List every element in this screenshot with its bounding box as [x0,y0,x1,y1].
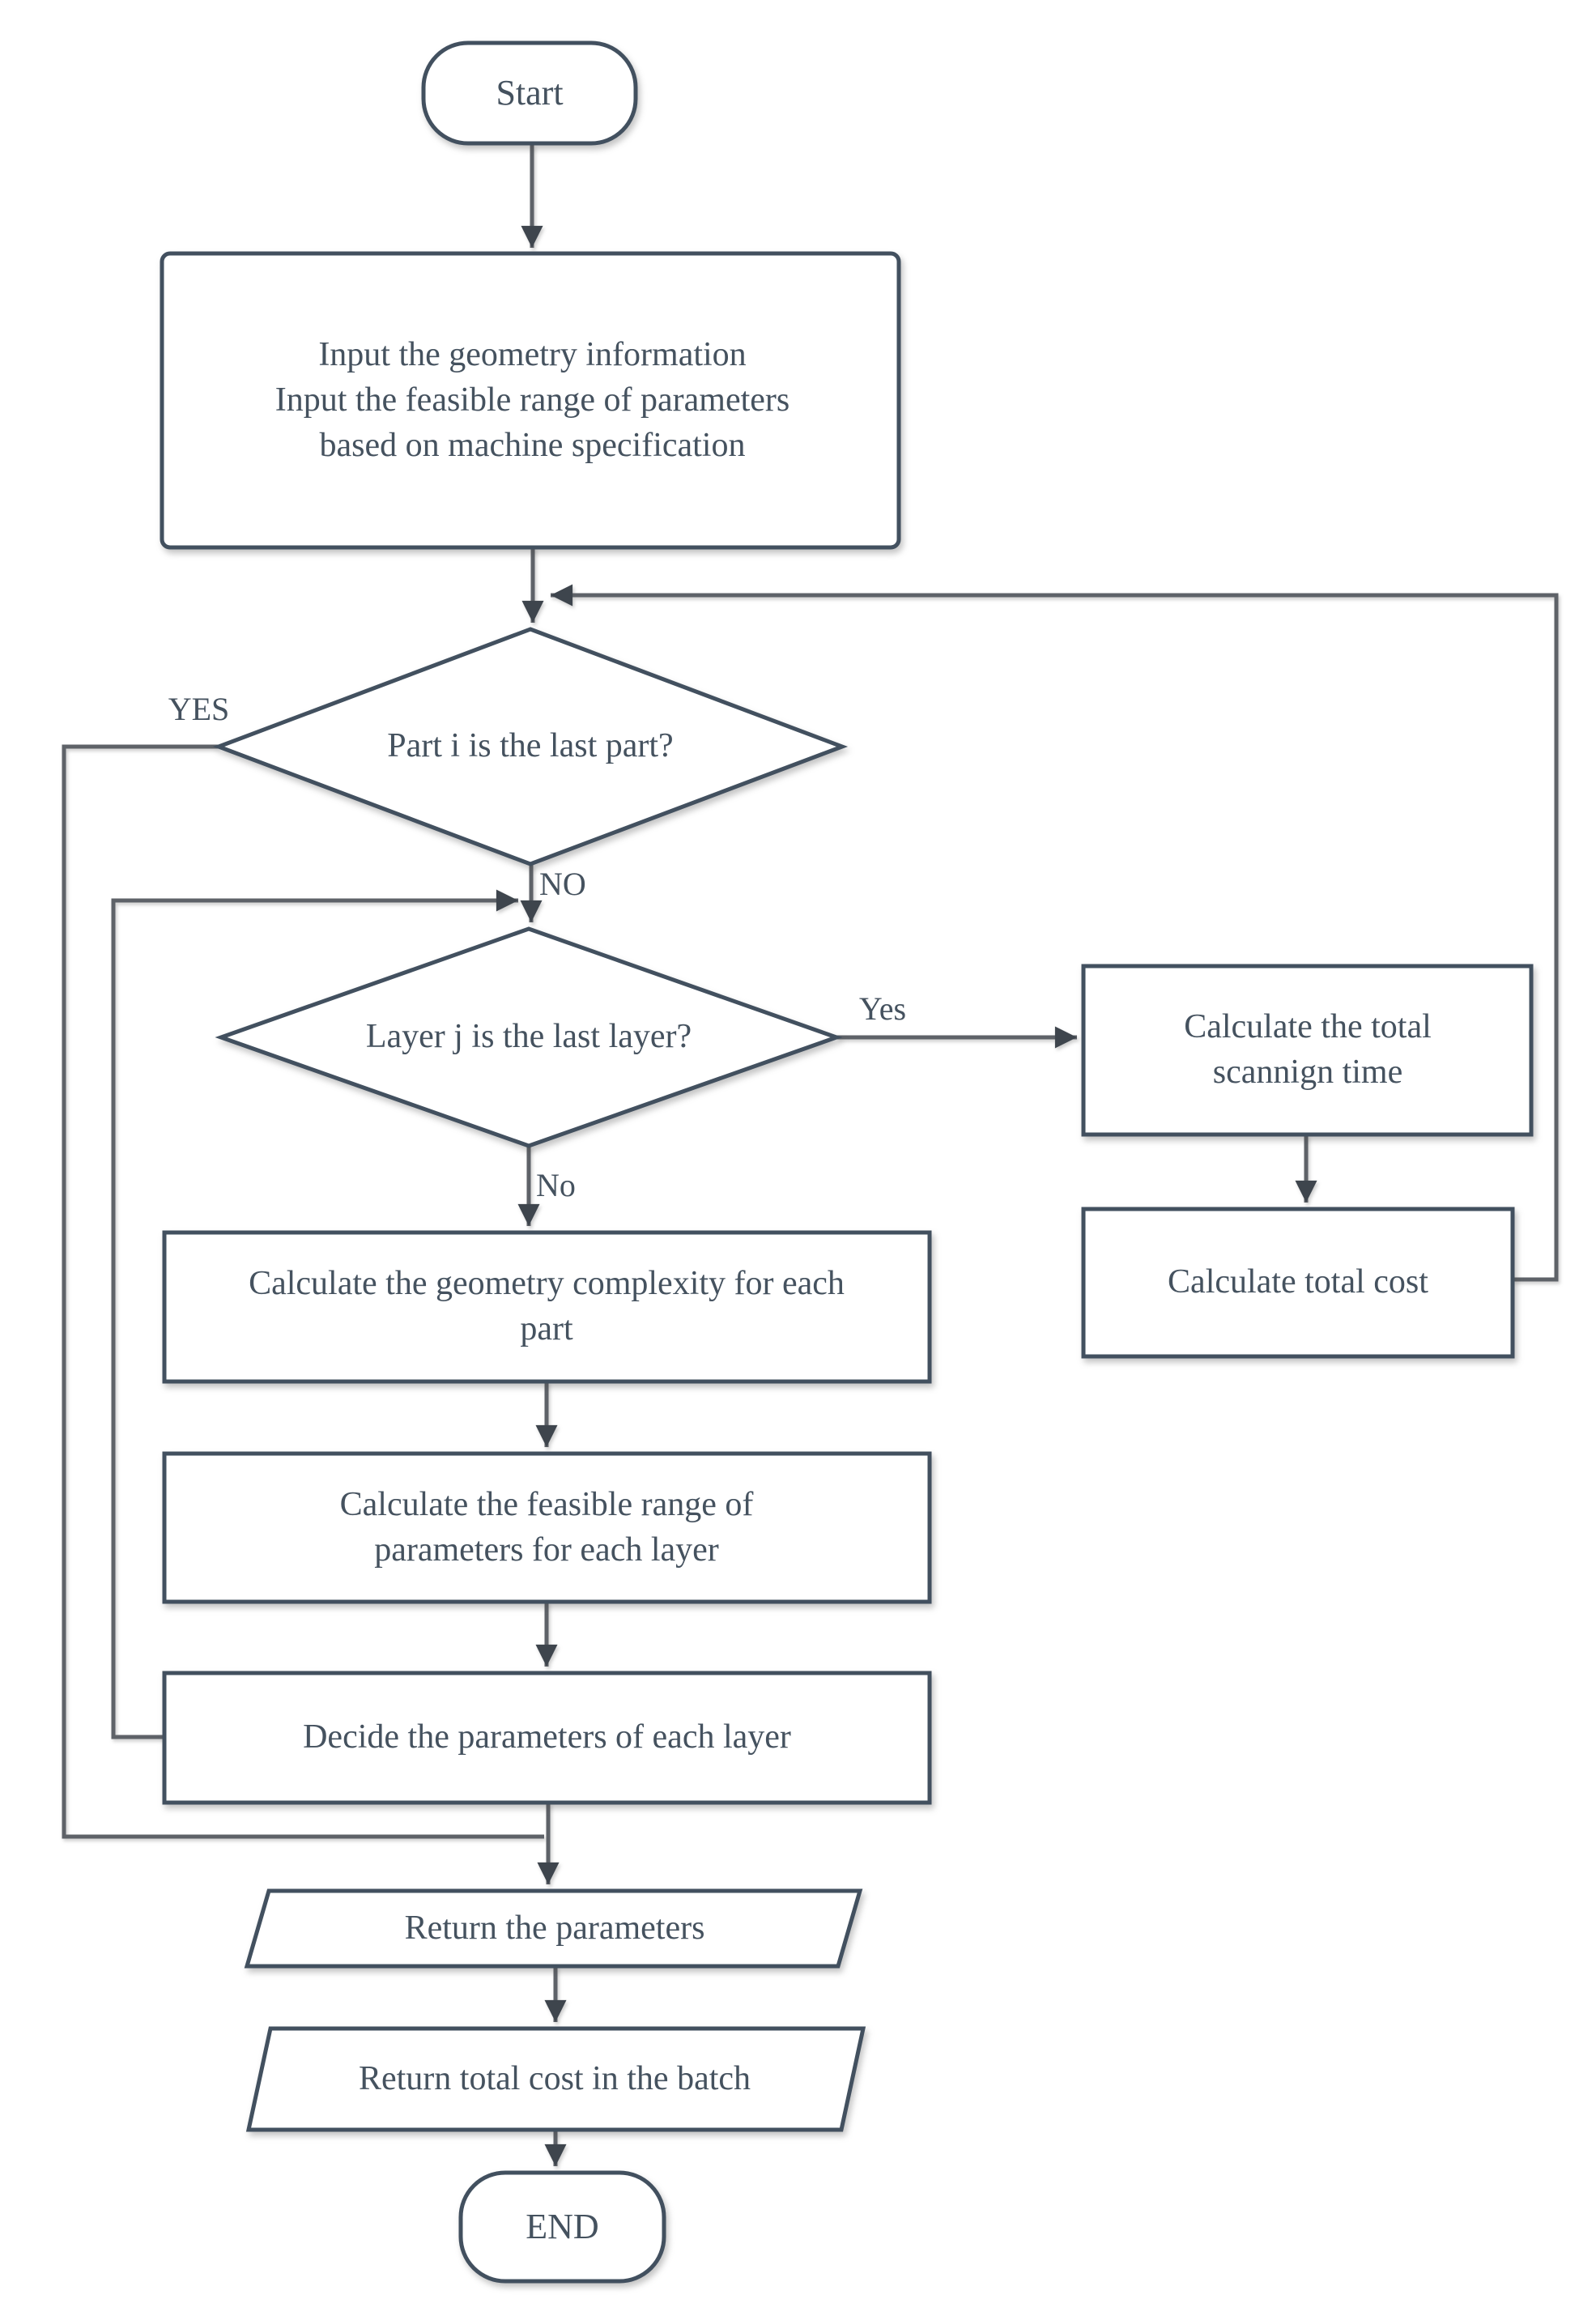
node-label-return-parameters: Return the parameters [404,1909,705,1947]
end-terminator-shape [458,2170,666,2284]
feasible-range-process-shape [162,1451,932,1604]
node-label-input-line1: Input the geometry information [318,336,747,374]
node-label-end: END [526,2206,599,2246]
edge-label-layer-no: No [536,1167,576,1204]
node-label-total-cost: Calculate total cost [1168,1263,1428,1301]
part-decision-diamond [212,627,849,866]
edge-label-part-no: NO [539,866,586,903]
start-terminator-shape [421,40,638,146]
node-label-input: Input the geometry information Input the… [271,267,794,534]
node-label-scan-time: Calculate the total scannign time [1184,1008,1432,1091]
layer-decision-diamond [215,926,843,1148]
node-label-geometry-complexity: Calculate the geometry complexity for ea… [249,1265,845,1347]
edge-label-part-yes: YES [168,691,230,728]
edge-total-cost-feedback-to-part-decision [551,584,1559,1282]
node-label-start: Start [496,72,564,113]
connector-lines [62,145,1559,2166]
node-label-feasible-range: Calculate the feasible range of paramete… [339,1485,754,1569]
edge-part-yes-loop [62,744,544,1839]
node-label-layer-decision: Layer j is the last layer? [365,1018,692,1056]
total-cost-process-shape [1081,1207,1515,1359]
node-label-input-line2: Input the feasible range of parameters b… [275,381,790,464]
edge-label-layer-yes: Yes [858,990,907,1028]
return-parameters-data-shape [244,1888,863,1969]
input-process-shape [160,251,901,550]
decide-parameters-process-shape [162,1671,932,1805]
node-label-part-decision: Part i is the last part? [387,727,674,765]
edge-decide-loop-to-layer-decision [111,889,518,1739]
geometry-complexity-process-shape [162,1230,932,1384]
scan-time-process-shape [1081,964,1534,1137]
return-total-cost-data-shape [245,2026,866,2132]
node-label-decide-parameters: Decide the parameters of each layer [303,1718,791,1756]
node-label-return-total-cost: Return total cost in the batch [358,2059,751,2097]
flowchart-shapes [160,40,1534,2284]
